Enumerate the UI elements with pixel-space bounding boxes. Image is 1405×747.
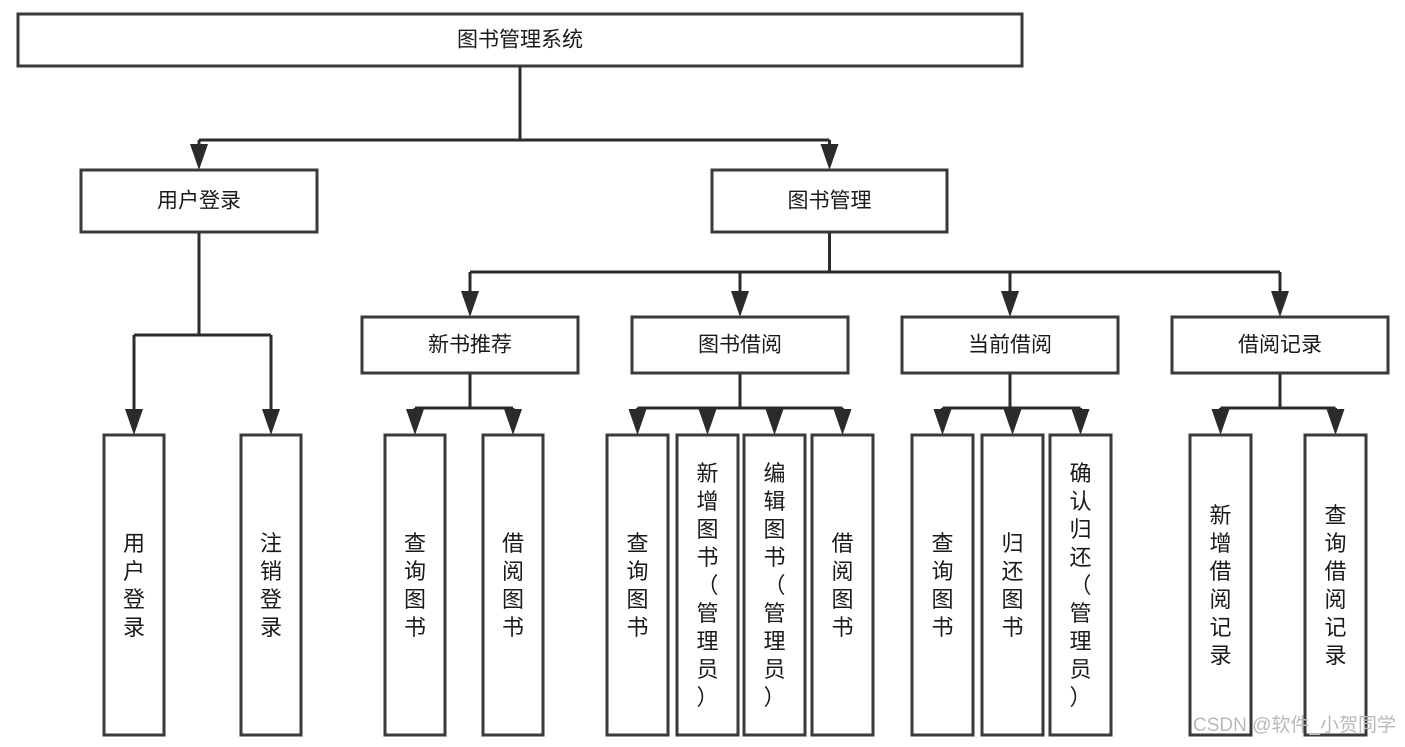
leaf-node-box (810, 433, 875, 737)
level1-node-label: 图书管理 (788, 190, 872, 213)
node-layer: 图书管理系统用户登录图书管理新书推荐图书借阅当前借阅借阅记录用户登录注销登录查询… (16, 12, 1390, 737)
level2-node-label: 新书推荐 (428, 334, 512, 357)
arrow-head-icon (1003, 409, 1022, 435)
level2-node-label: 当前借阅 (968, 334, 1052, 357)
leaf-node-box (1048, 433, 1113, 737)
leaf-node-box (675, 433, 740, 737)
leaf-node-label: 新增借阅记录 (1209, 503, 1231, 668)
level1-node-box (710, 168, 949, 234)
leaf-node-9[interactable]: 查询图书 (910, 433, 975, 737)
arrow-head-icon (406, 409, 424, 435)
leaf-node-10[interactable]: 归还图书 (980, 433, 1045, 737)
level2-node-box (630, 315, 850, 375)
leaf-node-label: 新增图书（管理员） (696, 461, 718, 710)
arrow-head-icon (1271, 291, 1289, 317)
leaf-node-box (742, 433, 807, 737)
root-node-box (16, 12, 1024, 68)
leaf-node-box (239, 433, 303, 737)
leaf-node-4[interactable]: 借阅图书 (481, 433, 545, 737)
arrow-head-icon (190, 144, 208, 170)
leaf-node-1[interactable]: 用户登录 (102, 433, 166, 737)
root-node-label: 图书管理系统 (457, 29, 583, 52)
leaf-node-label: 编辑图书（管理员） (763, 461, 785, 710)
arrow-head-icon (820, 144, 839, 170)
level1-node-label: 用户登录 (157, 190, 241, 213)
leaf-node-box (481, 433, 545, 737)
leaf-node-13[interactable]: 查询借阅记录 (1303, 433, 1368, 737)
leaf-node-label: 借阅图书 (502, 531, 524, 640)
root-node-1[interactable]: 图书管理系统 (16, 12, 1024, 68)
level1-node-box (79, 168, 319, 234)
leaf-node-label: 查询图书 (404, 531, 426, 640)
leaf-node-box (1188, 433, 1253, 737)
watermark-label: CSDN @软件_小贺同学 (1193, 714, 1396, 736)
arrow-head-icon (125, 409, 143, 435)
leaf-node-label: 注销登录 (260, 531, 282, 640)
arrow-head-icon (1071, 409, 1090, 435)
arrow-head-icon (1001, 291, 1019, 317)
leaf-node-6[interactable]: 新增图书（管理员） (675, 433, 740, 737)
leaf-node-box (383, 433, 447, 737)
leaf-node-label: 用户登录 (123, 531, 145, 640)
arrow-head-icon (698, 409, 717, 435)
leaf-node-label: 查询图书 (931, 531, 953, 640)
level2-node-label: 图书借阅 (698, 334, 782, 357)
leaf-node-box (605, 433, 670, 737)
arrow-head-icon (628, 409, 647, 435)
arrow-head-icon (833, 409, 852, 435)
level2-node-box (360, 315, 580, 375)
arrow-head-icon (461, 291, 479, 317)
arrow-head-icon (504, 409, 522, 435)
leaf-node-label: 归还图书 (1001, 531, 1023, 640)
leaf-node-7[interactable]: 编辑图书（管理员） (742, 433, 807, 737)
level2-node-4[interactable]: 借阅记录 (1170, 315, 1390, 375)
arrow-head-icon (933, 409, 952, 435)
leaf-node-box (910, 433, 975, 737)
arrow-head-icon (262, 409, 280, 435)
connector-layer (125, 66, 1345, 435)
level1-node-1[interactable]: 用户登录 (79, 168, 319, 234)
level1-node-2[interactable]: 图书管理 (710, 168, 949, 234)
leaf-node-2[interactable]: 注销登录 (239, 433, 303, 737)
leaf-node-box (1303, 433, 1368, 737)
arrow-head-icon (1326, 409, 1345, 435)
arrow-head-icon (1211, 409, 1230, 435)
leaf-node-8[interactable]: 借阅图书 (810, 433, 875, 737)
arrow-head-icon (765, 409, 784, 435)
level2-node-3[interactable]: 当前借阅 (900, 315, 1120, 375)
level2-node-box (1170, 315, 1390, 375)
level2-node-box (900, 315, 1120, 375)
level2-node-2[interactable]: 图书借阅 (630, 315, 850, 375)
leaf-node-label: 确认归还（管理员） (1069, 461, 1091, 710)
arrow-head-icon (731, 291, 749, 317)
leaf-node-label: 查询借阅记录 (1324, 503, 1346, 668)
leaf-node-12[interactable]: 新增借阅记录 (1188, 433, 1253, 737)
leaf-node-label: 查询图书 (626, 531, 648, 640)
leaf-node-3[interactable]: 查询图书 (383, 433, 447, 737)
level2-node-label: 借阅记录 (1238, 334, 1322, 357)
leaf-node-11[interactable]: 确认归还（管理员） (1048, 433, 1113, 737)
leaf-node-label: 借阅图书 (831, 531, 853, 640)
level2-node-1[interactable]: 新书推荐 (360, 315, 580, 375)
leaf-node-box (102, 433, 166, 737)
leaf-node-box (980, 433, 1045, 737)
leaf-node-5[interactable]: 查询图书 (605, 433, 670, 737)
